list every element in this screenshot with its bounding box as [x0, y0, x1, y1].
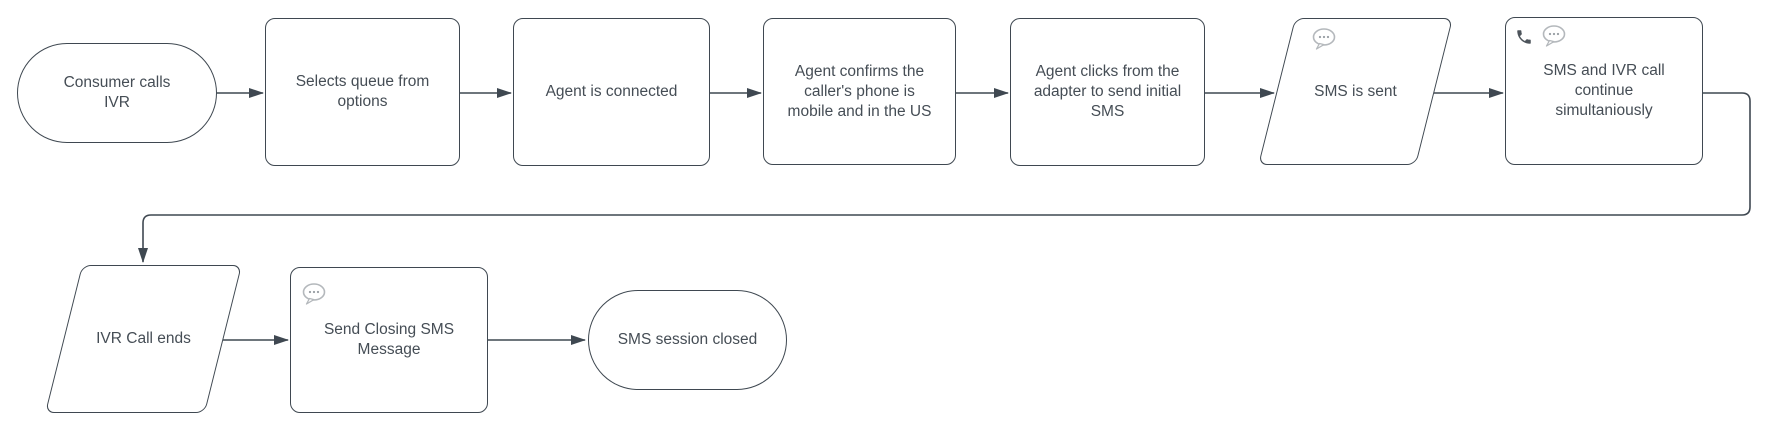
label-sms-is-sent: SMS is sent [1314, 82, 1397, 100]
label-selects-queue: Selects queue from options [295, 73, 430, 110]
sms-message-icon [1312, 28, 1336, 50]
node-consumer-calls-ivr [17, 43, 217, 143]
node-agent-connected [513, 18, 710, 166]
sms-message-icon [1542, 25, 1566, 47]
label-consumer-calls-ivr: Consumer calls IVR [63, 74, 171, 111]
label-ivr-call-ends: IVR Call ends [96, 330, 191, 347]
label-agent-clicks-adapter: Agent clicks from the adapter to send in… [1033, 63, 1182, 120]
label-send-closing-sms: Send Closing SMS Message [323, 321, 455, 358]
phone-call-icon [1517, 30, 1531, 44]
node-sms-session-closed [588, 290, 787, 390]
node-selects-queue [265, 18, 460, 166]
label-sms-session-closed: SMS session closed [617, 331, 758, 348]
node-agent-clicks-adapter [1010, 18, 1205, 166]
node-agent-confirms [763, 18, 956, 165]
node-send-closing-sms [290, 267, 488, 413]
edge-continue-to-callends [138, 92, 1751, 263]
label-agent-connected: Agent is connected [545, 83, 678, 100]
node-sms-ivr-continue [1505, 17, 1703, 165]
sms-message-icon [302, 283, 326, 305]
label-sms-ivr-continue: SMS and IVR call continue simultaniously [1543, 62, 1665, 119]
label-agent-confirms: Agent confirms the caller's phone is mob… [787, 62, 932, 120]
